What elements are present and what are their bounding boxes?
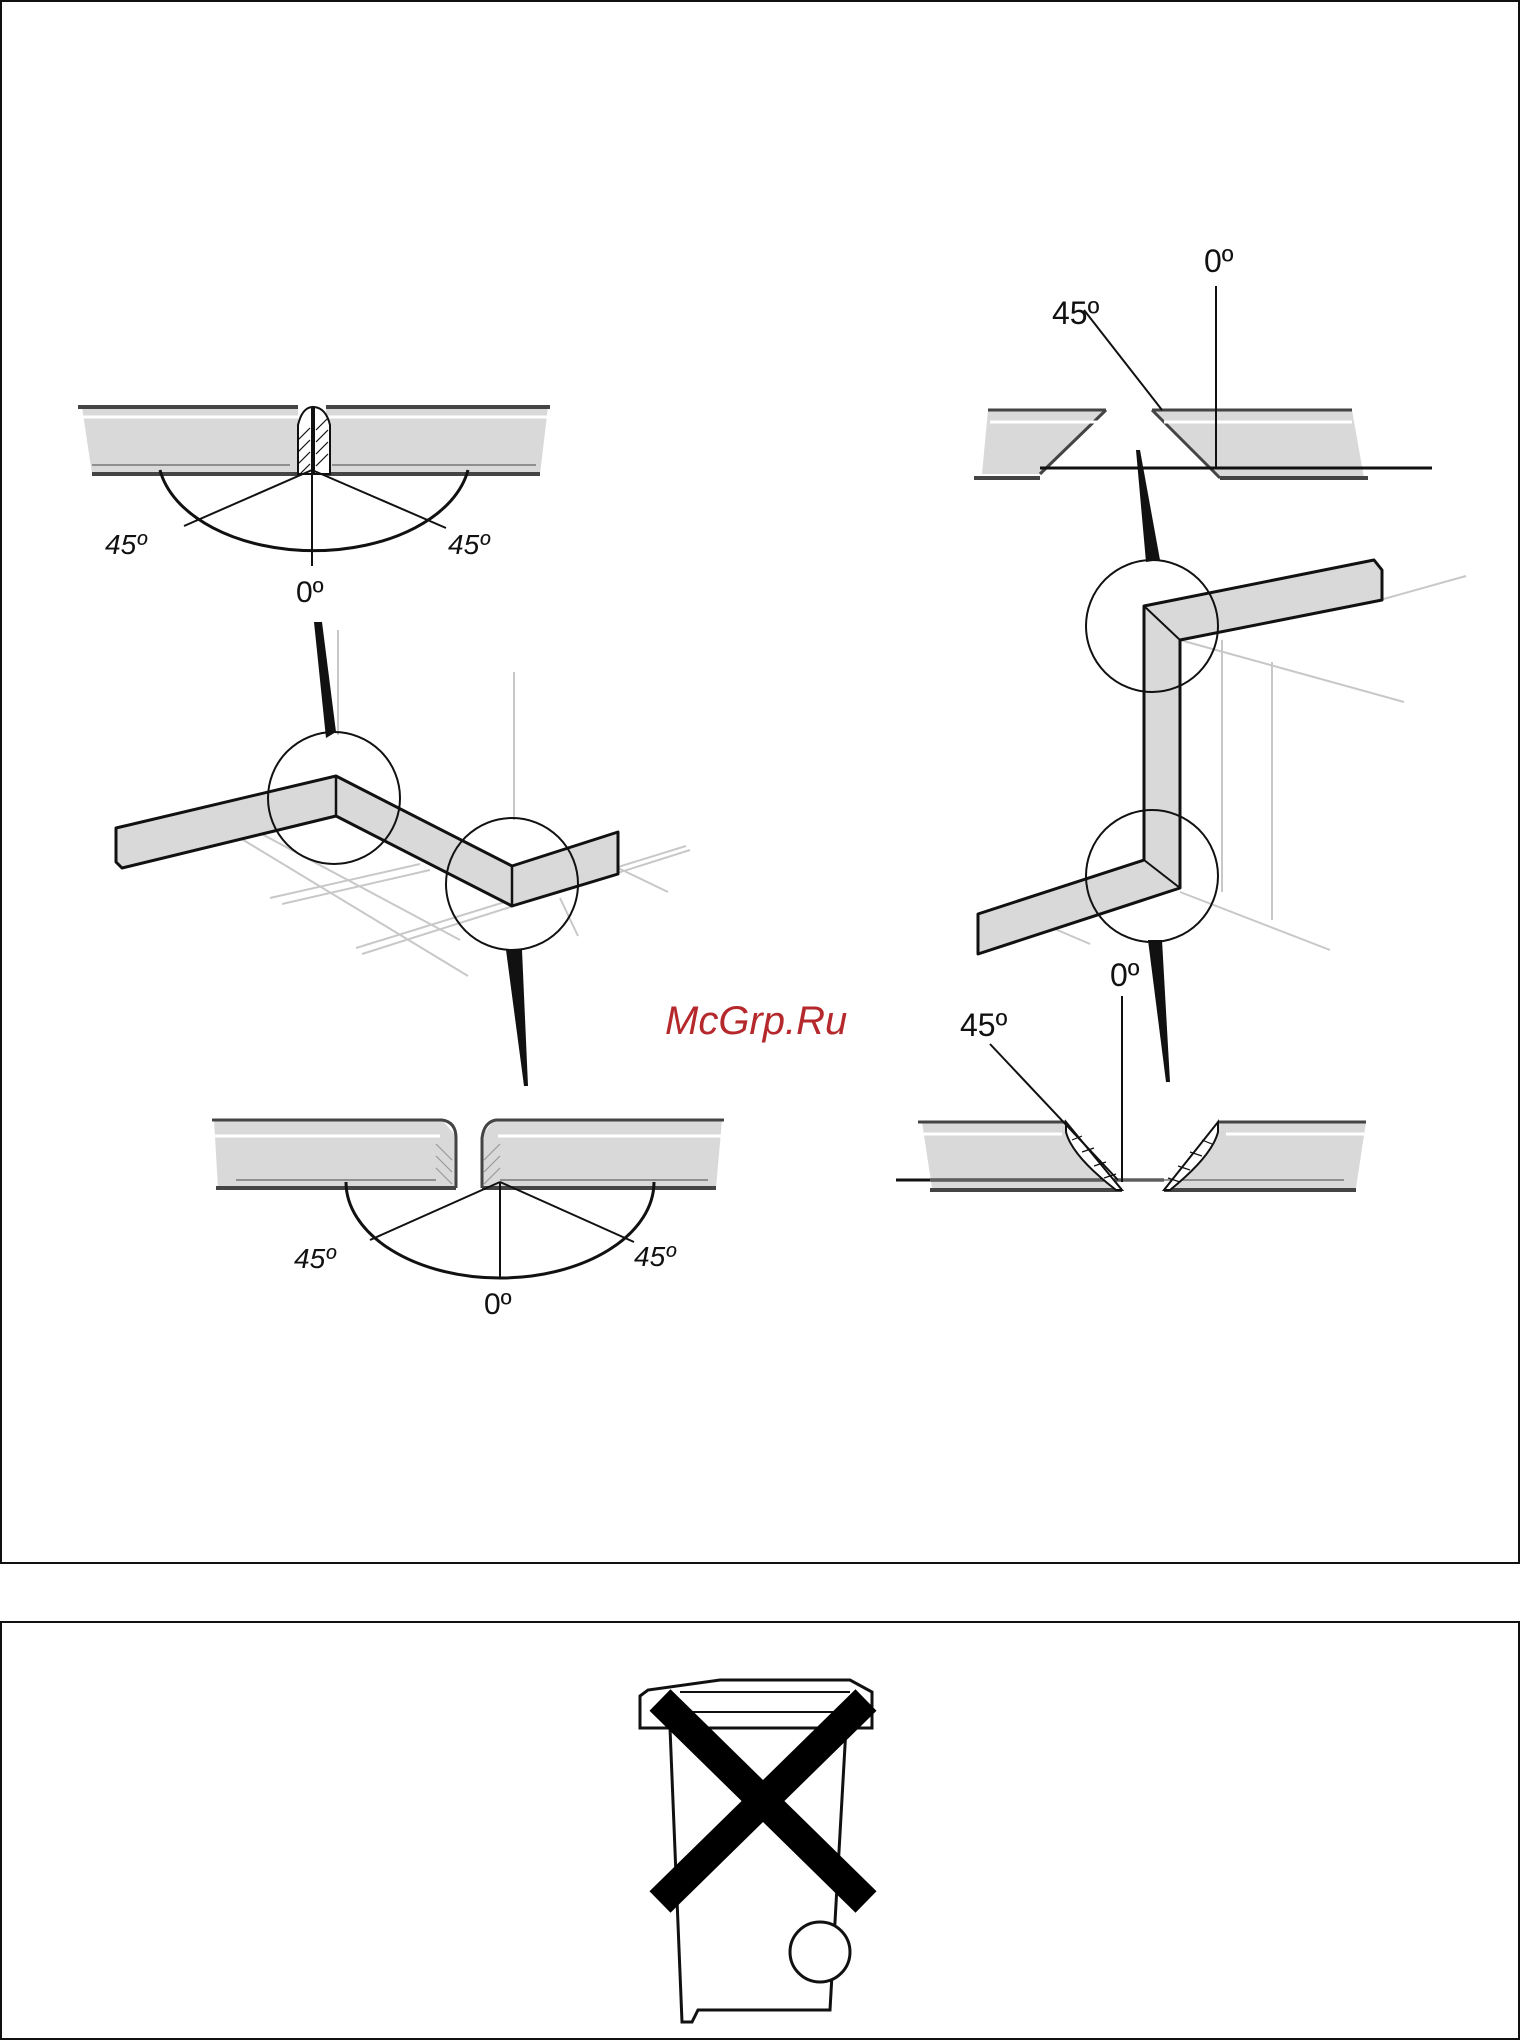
top-panel-frame — [1, 1, 1519, 1563]
left-profile-assembly — [116, 622, 690, 1086]
right-top-detail: 45º 0º — [974, 243, 1432, 478]
angle-label-center: 0º — [484, 1288, 512, 1321]
pointer-lower — [506, 950, 528, 1086]
crossed-out-wheelie-bin-icon — [640, 1680, 872, 2022]
watermark: McGrp.Ru — [665, 999, 847, 1043]
angle-label-45: 45º — [1052, 295, 1100, 331]
profile-bar — [978, 560, 1382, 954]
angle-label-45: 45º — [960, 1007, 1008, 1043]
angle-label-right: 45º — [634, 1241, 677, 1272]
profile-bar — [116, 776, 618, 906]
bin-wheel — [790, 1922, 850, 1982]
protractor-arc — [160, 470, 468, 551]
angle-label-0: 0º — [1204, 243, 1234, 279]
angle-label-center: 0º — [296, 576, 324, 609]
right-profile-assembly — [978, 450, 1466, 1082]
left-bottom-detail: 45º 0º 45º — [212, 1120, 724, 1321]
pointer-upper — [314, 622, 336, 738]
angle-label-left: 45º — [294, 1243, 337, 1274]
left-top-detail: 45º 0º 45º — [78, 407, 550, 609]
pointer-lower — [1148, 940, 1170, 1082]
angle-label-0: 0º — [1110, 957, 1140, 993]
angle-label-right: 45º — [448, 529, 491, 560]
right-bottom-detail: 45º 0º — [896, 957, 1366, 1190]
angle-label-left: 45º — [105, 529, 148, 560]
